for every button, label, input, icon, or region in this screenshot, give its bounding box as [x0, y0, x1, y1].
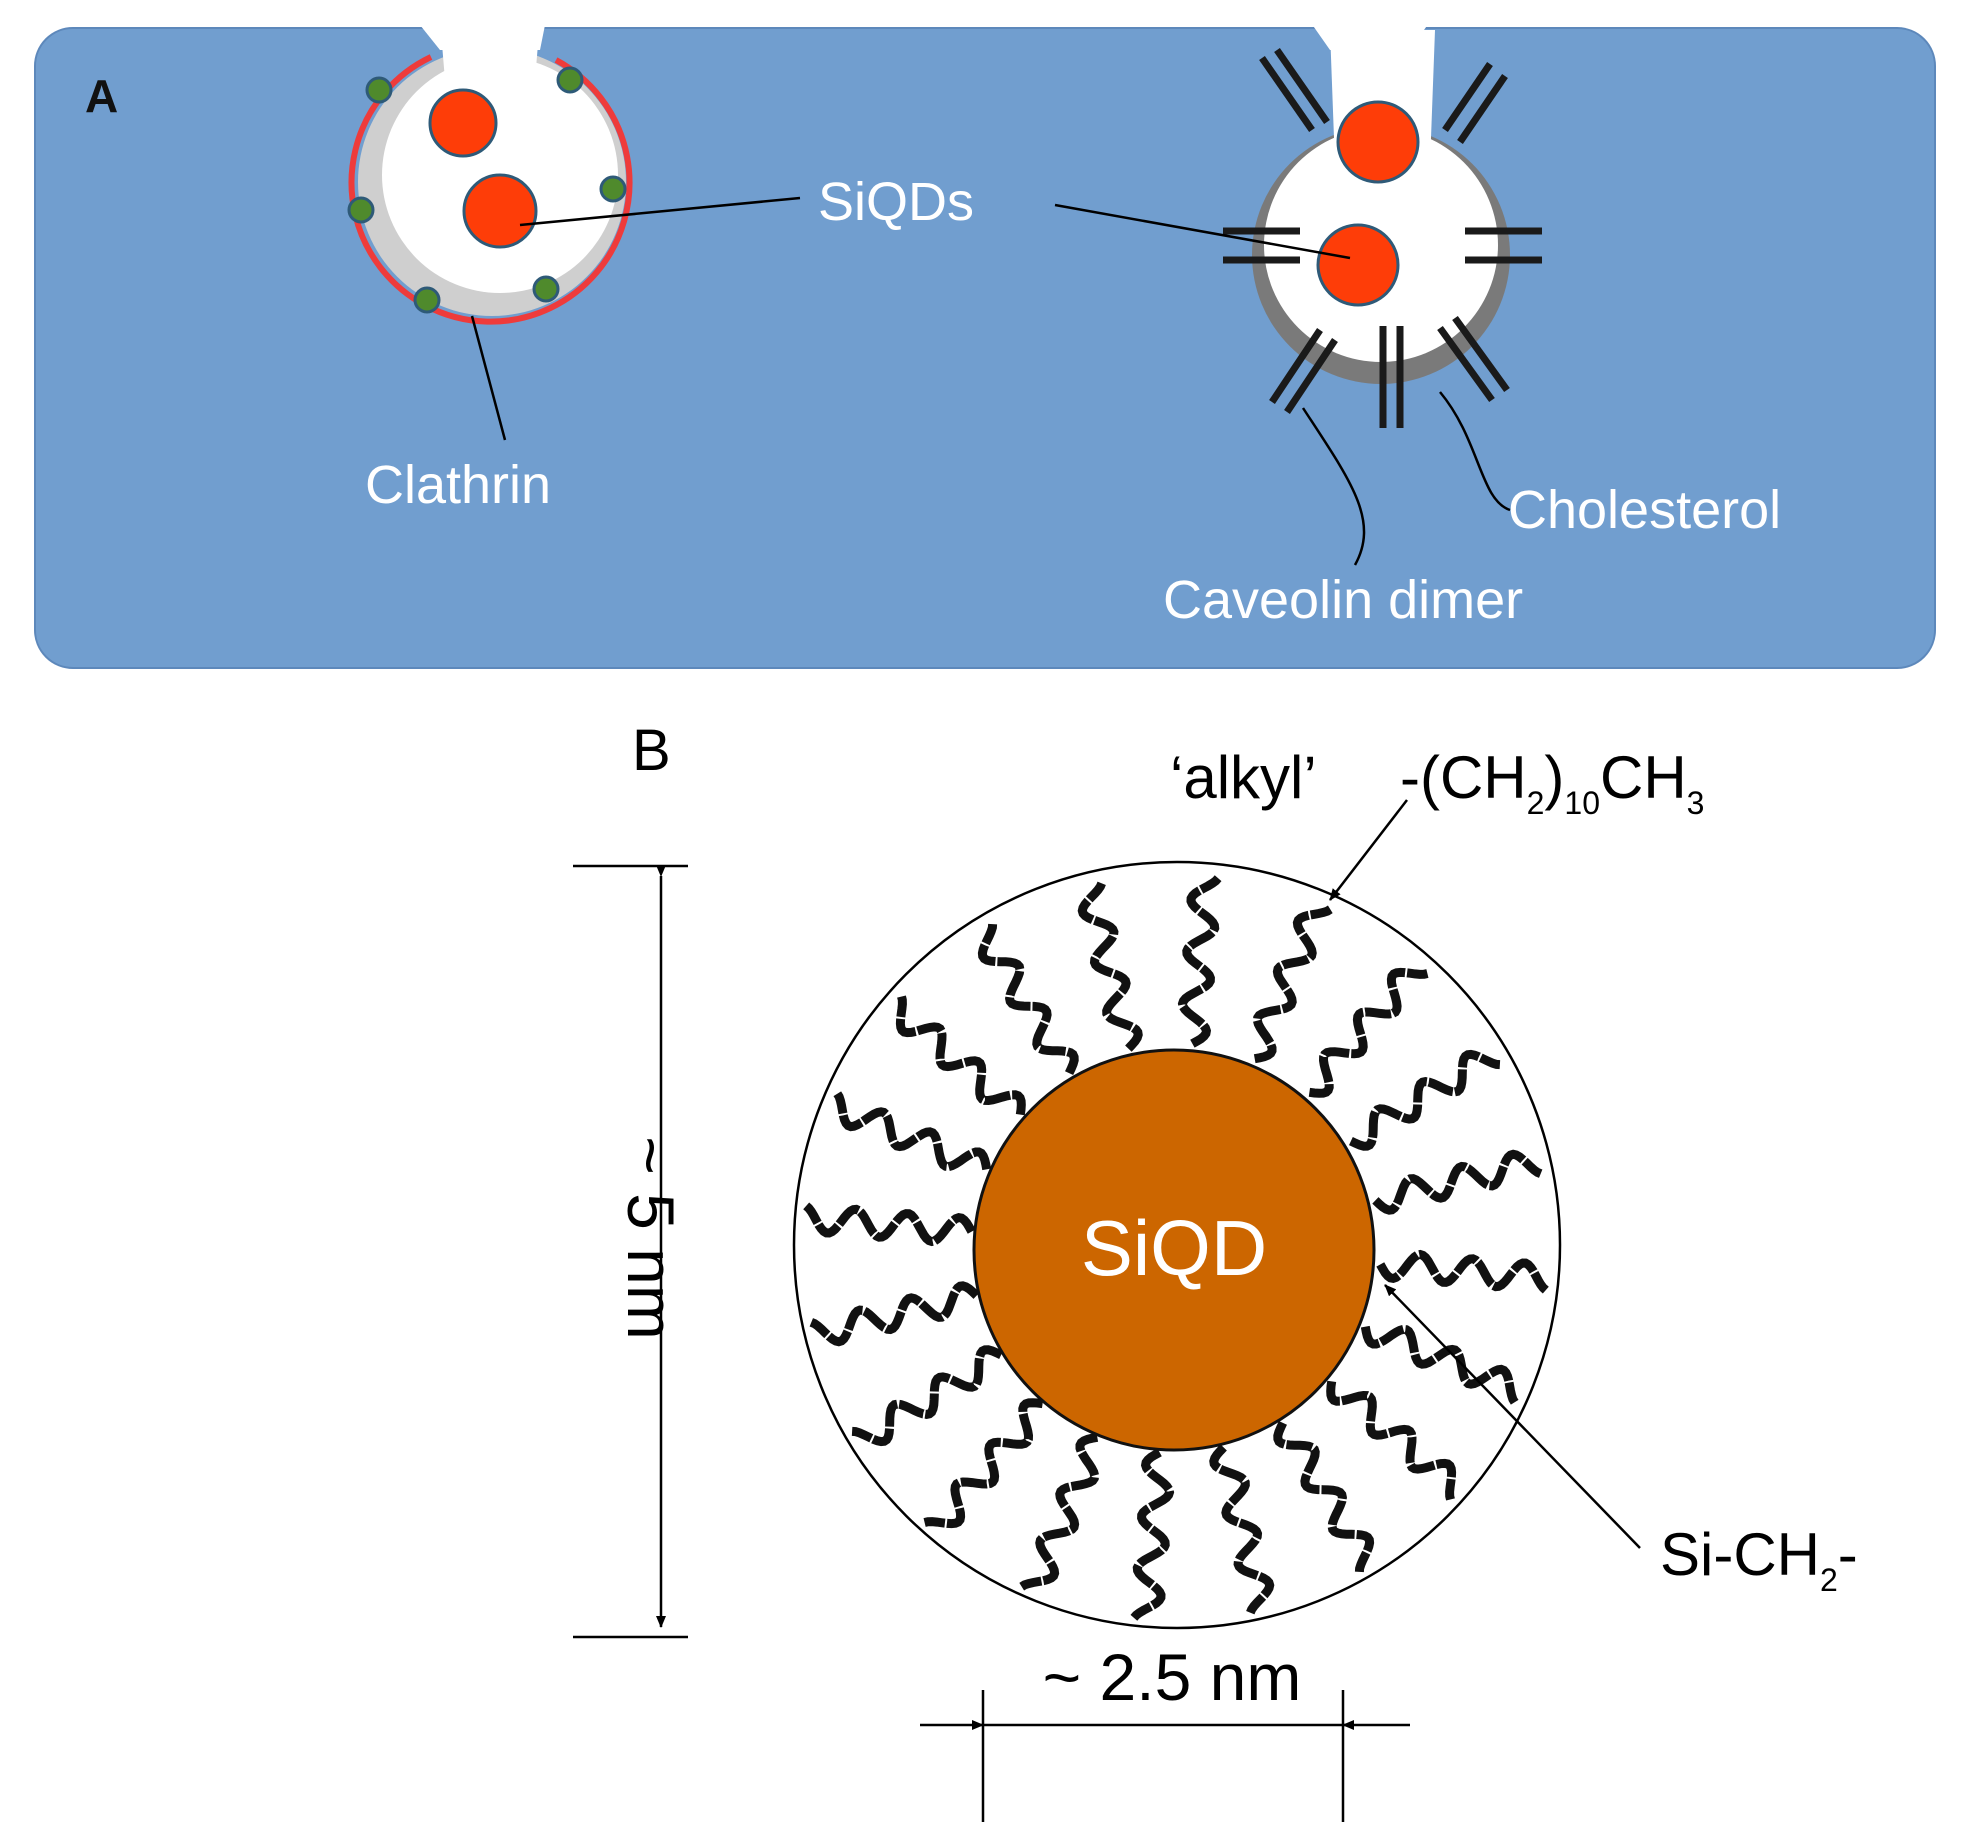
- alkyl-pointer: [1329, 799, 1408, 901]
- alkyl-chain: [1252, 905, 1333, 1064]
- alkyl-chain: [1019, 1432, 1100, 1591]
- caveolin-dimers: [1223, 48, 1542, 428]
- siqd-particle: [462, 173, 538, 249]
- cholesterol-leader: [1439, 391, 1511, 512]
- siqd-particle: [428, 88, 498, 158]
- core-diameter-dimension: [920, 1690, 1410, 1822]
- alkyl-chain: [1308, 967, 1429, 1098]
- caveolin-dimer: [1442, 62, 1508, 144]
- alkyl-chain: [1130, 1448, 1175, 1621]
- adaptor-protein: [413, 286, 441, 314]
- outer-diameter-dimension: [573, 864, 688, 1639]
- cholesterol-label: Cholesterol: [1508, 480, 1781, 540]
- alkyl-chain: [809, 1281, 980, 1347]
- alkyl-label: ‘alkyl’: [1170, 744, 1317, 811]
- clathrin-coated-vesicle: [347, 0, 633, 325]
- caveolin-dimer: [1437, 315, 1510, 403]
- adaptor-protein: [347, 196, 375, 224]
- alkyl-chain: [1376, 1249, 1549, 1294]
- clathrin-pit-neck: [440, 20, 540, 80]
- panel-a-leaders: [470, 196, 1511, 566]
- alkyl-chain: [1177, 875, 1222, 1048]
- alkyl-chain: [1372, 1149, 1543, 1215]
- alkyl-chain: [1077, 881, 1143, 1052]
- siqd-core-label: SiQD: [1081, 1204, 1267, 1292]
- clathrin-leader: [470, 315, 507, 441]
- caveolin-dimer: [1259, 48, 1330, 132]
- outer-diameter-label: ~ 5 nm: [614, 1136, 688, 1340]
- siqd-particle: [1336, 100, 1420, 184]
- panel-b: B ‘alkyl’ -(CH2)10CH3 SiQD Si-CH2- ~ 5 n…: [573, 718, 1858, 1822]
- alkyl-chain: [1209, 1444, 1275, 1615]
- clathrin-coat: [348, 54, 633, 325]
- si-ch2-formula: Si-CH2-: [1660, 1521, 1858, 1598]
- caveolin-dimer: [1223, 227, 1300, 264]
- adaptor-protein: [532, 275, 560, 303]
- adaptor-protein: [599, 175, 627, 203]
- panel-a-label: A: [85, 70, 118, 122]
- adaptor-proteins: [347, 66, 627, 314]
- alkyl-chains: [803, 875, 1549, 1621]
- alkyl-chain: [1348, 1049, 1501, 1151]
- core-diameter-label: ~ 2.5 nm: [1043, 1640, 1302, 1714]
- alkyl-chain: [895, 995, 1026, 1116]
- alkyl-chain: [833, 1091, 992, 1172]
- alkyl-chain: [803, 1202, 976, 1247]
- panel-a: A: [34, 0, 1936, 669]
- alkyl-chain: [1273, 1420, 1375, 1573]
- caveolin-dimer: [1465, 227, 1542, 264]
- caveolae-vesicle: [1223, 0, 1542, 428]
- alkyl-chain: [977, 923, 1079, 1076]
- siqds-leader-left: [519, 196, 801, 227]
- siqds-label: SiQDs: [818, 172, 974, 232]
- siqd-particle: [1316, 223, 1400, 307]
- caveolin-leader: [1301, 407, 1366, 566]
- alkyl-formula: -(CH2)10CH3: [1400, 744, 1704, 821]
- cell-cytoplasm: [34, 27, 1936, 669]
- si-ch2-pointer: [1384, 1284, 1641, 1549]
- alkyl-chain: [1326, 1380, 1457, 1501]
- caveolin-dimer: [1269, 328, 1338, 414]
- siqd-core: [972, 1048, 1376, 1452]
- adaptor-protein: [556, 66, 584, 94]
- clathrin-label: Clathrin: [365, 455, 551, 515]
- siqds-leader-right: [1054, 203, 1351, 260]
- panel-b-label: B: [632, 718, 671, 783]
- adaptor-protein: [365, 76, 393, 104]
- alkyl-chain: [851, 1345, 1004, 1447]
- alkyl-chain: [1360, 1324, 1519, 1405]
- caveolin-dimer: [1379, 326, 1404, 428]
- caveolin-dimer-label: Caveolin dimer: [1163, 570, 1523, 630]
- alkyl-chain: [923, 1398, 1044, 1529]
